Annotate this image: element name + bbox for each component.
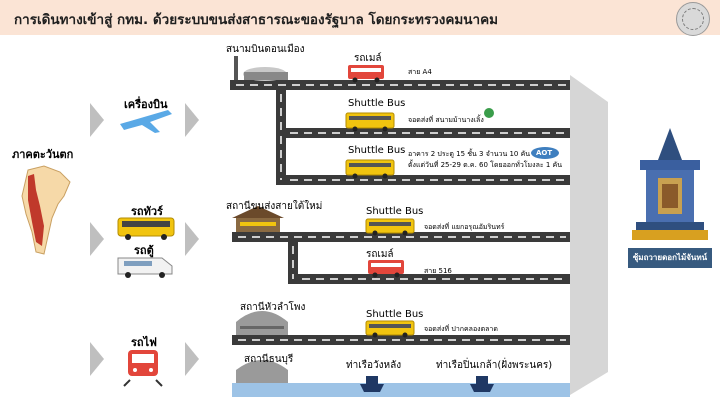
route-516-text: สาย 516	[424, 267, 452, 275]
bus-label: รถเมล์	[354, 53, 382, 64]
bus-terminal-label: สถานีขนส่งสายใต้ใหม่	[226, 201, 323, 212]
shuttle-bus-icon	[365, 320, 415, 338]
airport-label: สนามบินดอนเมือง	[226, 44, 305, 55]
stop-racecourse-text: จอดส่งที่ สนามม้านางเลิ้ง	[408, 116, 484, 124]
train-icon	[123, 350, 163, 387]
bus-label: รถเมล์	[366, 249, 394, 260]
plane-icon	[120, 110, 172, 133]
chevron-right-icon	[90, 342, 104, 376]
racecourse-logo-icon	[484, 108, 494, 118]
airport-icon	[234, 56, 288, 81]
destination-label: ซุ้มถวายดอกไม้จันทน์	[628, 248, 712, 268]
wanglang-pier-label: ท่าเรือวังหลัง	[346, 360, 402, 371]
shuttle-bus-icon	[345, 112, 395, 132]
page-title: การเดินทางเข้าสู่ กทม. ด้วยระบบขนส่งสาธา…	[14, 12, 499, 28]
hualamphong-station-icon	[236, 311, 288, 335]
chevron-right-icon	[90, 103, 104, 137]
mode-van-label: รถตู้	[134, 244, 154, 257]
hualamphong-label: สถานีหัวลำโพง	[240, 302, 306, 313]
stop-arun-text: จอดส่งที่ แยกอรุณอัมรินทร์	[424, 223, 505, 231]
aot-logo-text: AOT	[536, 149, 553, 157]
pavilion-icon	[632, 128, 708, 240]
shuttle-bus-label: Shuttle Bus	[366, 206, 424, 217]
boat-icon	[360, 376, 384, 392]
van-icon	[117, 257, 173, 278]
region-label: ภาคตะวันตก	[12, 148, 74, 161]
mode-tour-bus-label: รถทัวร์	[131, 205, 163, 218]
stop-building-text: อาคาร 2 ประตู 15 ชั้น 3 จำนวน 10 คัน	[408, 150, 531, 158]
tour-bus-icon	[117, 217, 175, 240]
bus-icon	[368, 260, 404, 278]
thonburi-label: สถานีธนบุรี	[244, 354, 294, 365]
chevron-right-icon	[185, 103, 199, 137]
chevron-right-icon	[90, 222, 104, 256]
big-arrow-icon	[570, 75, 608, 395]
shuttle-bus-icon	[345, 159, 395, 179]
thonburi-station-icon	[236, 360, 288, 383]
shuttle-bus-label: Shuttle Bus	[366, 309, 424, 320]
header-bar	[0, 0, 720, 35]
shuttle-bus-label: Shuttle Bus	[348, 145, 406, 156]
shuttle-bus-label: Shuttle Bus	[348, 98, 406, 109]
bus-icon	[348, 65, 384, 83]
stop-pakkhlong-text: จอดส่งที่ ปากคลองตลาด	[424, 325, 498, 333]
route-a4-text: สาย A4	[408, 68, 432, 76]
mode-train-label: รถไฟ	[131, 336, 157, 349]
boat-icon	[470, 376, 494, 392]
ministry-seal-logo	[676, 2, 710, 36]
pinklao-pier-label: ท่าเรือปิ่นเกล้า(ฝั่งพระนคร)	[436, 360, 553, 371]
chevron-right-icon	[185, 222, 199, 256]
chevron-right-icon	[185, 342, 199, 376]
shuttle-bus-icon	[365, 218, 415, 236]
aot-logo-icon	[531, 147, 559, 159]
map-icon	[10, 163, 80, 261]
mode-plane-label: เครื่องบิน	[124, 98, 168, 111]
stop-schedule-text: ตั้งแต่วันที่ 25-29 ต.ค. 60 โดยออกทั่วโม…	[408, 161, 562, 169]
bus-terminal-icon	[232, 206, 284, 232]
